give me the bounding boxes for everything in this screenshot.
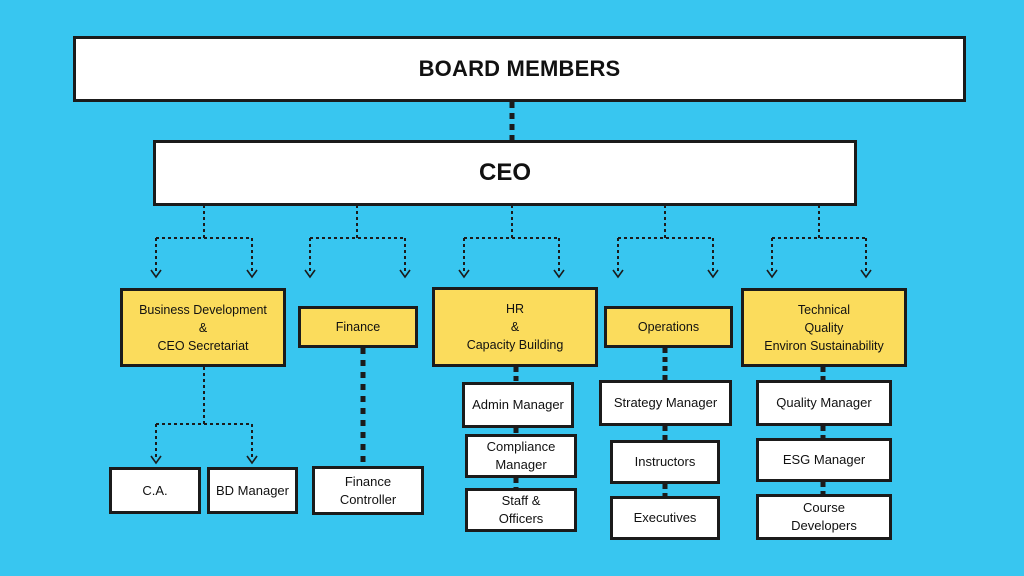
connector-ceo-hr bbox=[463, 205, 560, 272]
dept-hr: HR & Capacity Building bbox=[432, 287, 598, 367]
connector-ceo-technical bbox=[771, 205, 867, 272]
connector-ceo-finance bbox=[309, 205, 406, 272]
role-compliance-manager: Compliance Manager bbox=[465, 434, 577, 478]
role-bd-manager: BD Manager bbox=[207, 467, 298, 514]
role-ca: C.A. bbox=[109, 467, 201, 514]
role-finance-controller: Finance Controller bbox=[312, 466, 424, 515]
connector-ceo-bd bbox=[155, 205, 253, 272]
dept-finance: Finance bbox=[298, 306, 418, 348]
role-executives: Executives bbox=[610, 496, 720, 540]
role-esg-manager: ESG Manager bbox=[756, 438, 892, 482]
connector-bd-roles bbox=[155, 367, 253, 458]
board-members-box: BOARD MEMBERS bbox=[73, 36, 966, 102]
ceo-box: CEO bbox=[153, 140, 857, 206]
role-staff-officers: Staff & Officers bbox=[465, 488, 577, 532]
arrowheads bbox=[150, 269, 872, 279]
dept-technical: Technical Quality Environ Sustainability bbox=[741, 288, 907, 367]
role-strategy-manager: Strategy Manager bbox=[599, 380, 732, 426]
role-instructors: Instructors bbox=[610, 440, 720, 484]
dept-business-development: Business Development & CEO Secretariat bbox=[120, 288, 286, 367]
dept-operations: Operations bbox=[604, 306, 733, 348]
role-admin-manager: Admin Manager bbox=[462, 382, 574, 428]
connector-ceo-operations bbox=[617, 205, 714, 272]
role-quality-manager: Quality Manager bbox=[756, 380, 892, 426]
role-course-developers: Course Developers bbox=[756, 494, 892, 540]
